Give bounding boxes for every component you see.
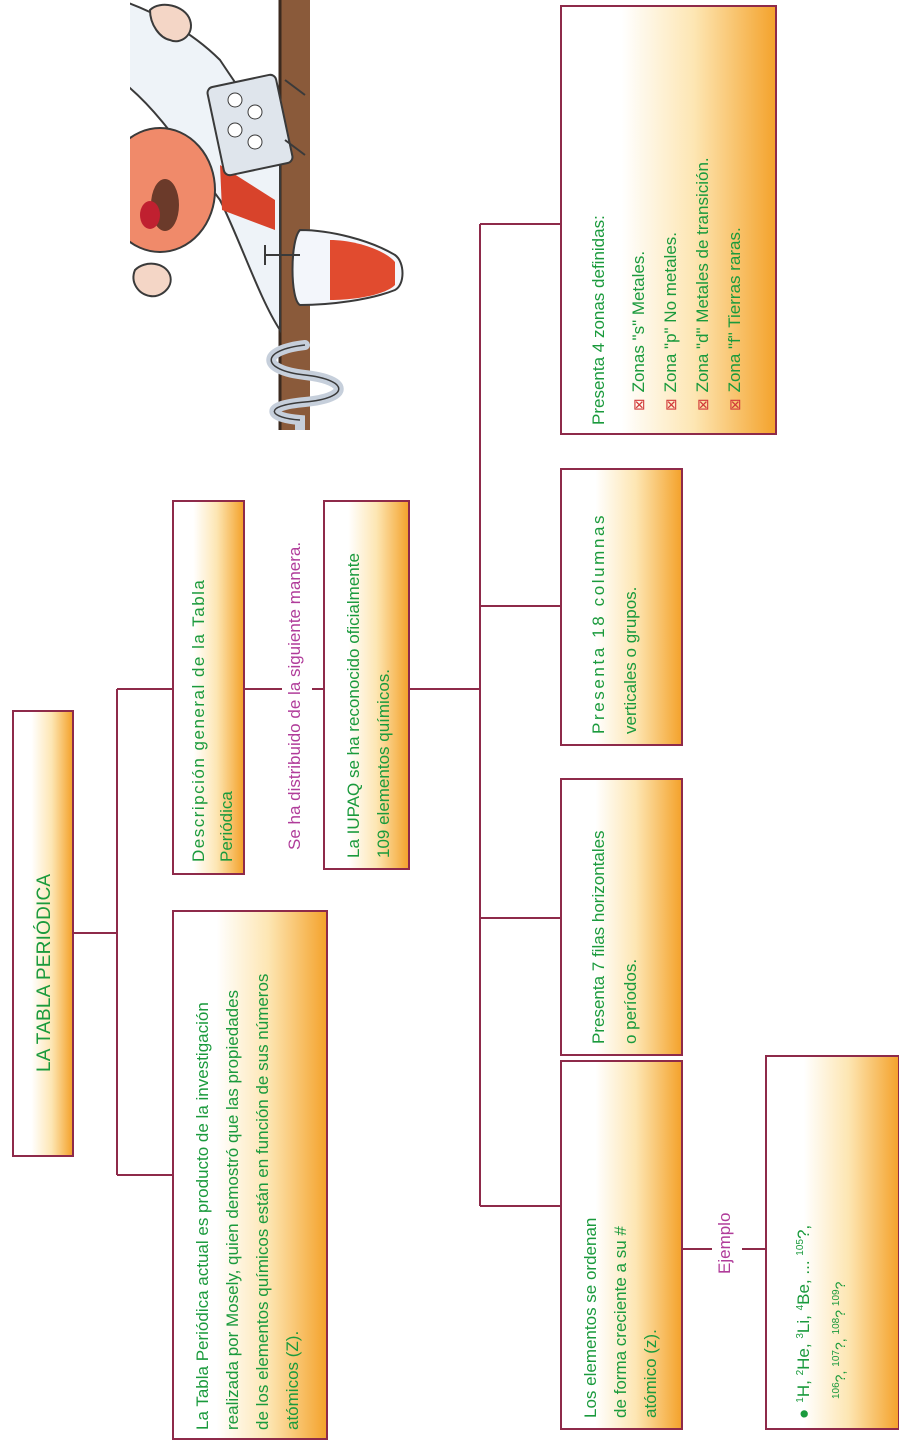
element-symbol: ? xyxy=(832,1306,848,1318)
example-box: ● 1H, 2He, 3Li, 4Be, ... 105?, 106?, 107?… xyxy=(765,1055,899,1430)
title-box: LA TABLA PERIÓDICA xyxy=(12,710,74,1157)
element-symbol: Be, ... xyxy=(794,1255,813,1305)
checkbox-icon: ⊠ xyxy=(695,398,712,411)
checkbox-icon: ⊠ xyxy=(663,398,680,411)
order-line-1: Los elementos se ordenan xyxy=(581,1217,600,1418)
example-elements-2: 106?, 107?, 108? 109? xyxy=(831,1281,848,1399)
zone-item-p: ⊠Zona "p" No metales. xyxy=(661,232,680,411)
element-symbol: ? xyxy=(832,1281,848,1290)
checkbox-icon: ⊠ xyxy=(727,398,744,411)
zones-box: Presenta 4 zonas definidas: ⊠Zonas "s" M… xyxy=(560,5,777,435)
example-link-label: Ejemplo xyxy=(712,1206,738,1280)
element-symbol: ?, xyxy=(832,1334,848,1351)
iupac-box: La IUPAQ se ha reconocido oficialmente 1… xyxy=(323,500,410,870)
zones-header: Presenta 4 zonas definidas: xyxy=(589,215,608,425)
history-line-1: La Tabla Periódica actual es producto de… xyxy=(193,1002,212,1430)
rows-line-1: Presenta 7 filas horizontales xyxy=(589,830,608,1044)
example-elements-1: 1H, 2He, 3Li, 4Be, ... 105?, xyxy=(794,1225,813,1403)
rows-box: Presenta 7 filas horizontales o períodos… xyxy=(560,778,683,1056)
history-line-3: de los elementos químicos están en funci… xyxy=(253,973,272,1430)
atomic-number: 108 xyxy=(831,1317,842,1335)
columns-box: Presenta 18 columnas verticales o grupos… xyxy=(560,468,683,746)
atomic-number: 3 xyxy=(795,1333,806,1339)
description-line-2: Periódica xyxy=(217,791,236,862)
element-symbol: Li, xyxy=(794,1310,813,1334)
columns-line-2: verticales o grupos. xyxy=(621,586,640,734)
history-line-4: atómicos (Z). xyxy=(283,1330,302,1430)
description-box: Descripción general de la Tabla Periódic… xyxy=(172,500,245,875)
columns-line-1: Presenta 18 columnas xyxy=(589,512,608,734)
description-line-1: Descripción general de la Tabla xyxy=(189,578,208,862)
zone-item-d: ⊠Zona "d" Metales de transición. xyxy=(693,157,712,411)
order-box: Los elementos se ordenan de forma crecie… xyxy=(560,1060,683,1430)
iupac-line-2: 109 elementos químicos. xyxy=(374,669,393,858)
element-symbol: ?, xyxy=(794,1224,813,1240)
page-title: LA TABLA PERIÓDICA xyxy=(34,873,55,1072)
checkbox-icon: ⊠ xyxy=(631,398,648,411)
atomic-number: 2 xyxy=(795,1369,806,1376)
zone-item-s: ⊠Zonas "s" Metales. xyxy=(629,250,648,411)
distribution-link-label: Se ha distribuido de la siguiente manera… xyxy=(282,535,308,856)
atomic-number: 109 xyxy=(831,1289,842,1307)
iupac-line-1: La IUPAQ se ha reconocido oficialmente xyxy=(344,553,363,858)
rows-line-2: o períodos. xyxy=(621,958,640,1044)
order-line-2: de forma creciente a su # xyxy=(611,1226,630,1418)
zone-item-f: ⊠Zona "f" Tierras raras. xyxy=(725,227,744,411)
atomic-number: 105 xyxy=(795,1239,806,1256)
element-symbol: ?, xyxy=(832,1366,848,1383)
scientist-illustration xyxy=(130,0,404,430)
bullet-icon: ● xyxy=(794,1408,813,1419)
atomic-number: 106 xyxy=(831,1382,842,1399)
atomic-number: 1 xyxy=(795,1397,806,1403)
history-line-2: realizada por Mosely, quien demostró que… xyxy=(223,989,242,1430)
atomic-number: 4 xyxy=(795,1304,806,1311)
element-symbol: He, xyxy=(794,1338,813,1370)
atomic-number: 107 xyxy=(831,1350,842,1367)
element-symbol: H, xyxy=(794,1375,813,1398)
history-box: La Tabla Periódica actual es producto de… xyxy=(172,910,328,1440)
example-line-2: 106?, 107?, 108? 109? xyxy=(827,1282,853,1399)
order-line-3: atómico (z). xyxy=(641,1329,660,1418)
example-line-1: ● 1H, 2He, 3Li, 4Be, ... 105?, xyxy=(791,1225,817,1419)
